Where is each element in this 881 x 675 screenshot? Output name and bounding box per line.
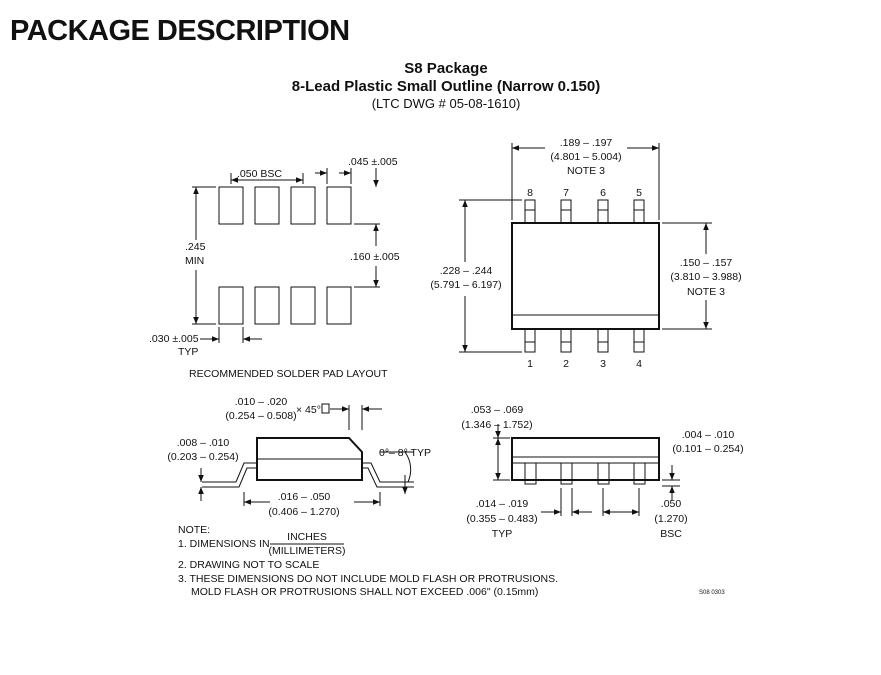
notes: NOTE: 1. DIMENSIONS IN INCHES (MILLIMETE…	[178, 524, 558, 598]
top-view: 8 7 6 5 1 2 3 4 .189 – .197 (4.801 – 5.0…	[430, 137, 741, 370]
solder-pad-layout: .050 BSC .045 ±.005 .245 MIN .160 ±.005 …	[149, 156, 400, 380]
lead	[597, 199, 609, 224]
standoff-mm: (0.101 – 0.254)	[672, 443, 743, 455]
body-width-mm: (3.810 – 3.988)	[670, 271, 741, 283]
pad-span-dim: .245	[185, 241, 206, 253]
lead	[560, 328, 572, 353]
chamfer-angle: × 45°	[296, 404, 321, 416]
notes-title: NOTE:	[178, 524, 210, 536]
package-height-mm: (1.346 – 1.752)	[461, 419, 532, 431]
solder-pad	[290, 286, 316, 325]
chamfer-mm: (0.254 – 0.508)	[225, 410, 296, 422]
pad-width-dim: .045 ±.005	[348, 156, 398, 168]
lead-angle-dim: 0°– 8° TYP	[379, 447, 431, 459]
note-1: 1. DIMENSIONS IN	[178, 538, 270, 550]
pad-gap-typ: TYP	[178, 346, 198, 358]
body-width-note: NOTE 3	[687, 286, 725, 298]
note-1-units-num: INCHES	[287, 531, 327, 543]
body-length-mm: (4.801 – 5.004)	[550, 151, 621, 163]
end-view: .053 – .069 (1.346 – 1.752) .004 – .010 …	[461, 404, 743, 540]
pad-gap-dim: .030 ±.005	[149, 333, 199, 345]
pad-pitch-dim: .050 BSC	[237, 168, 282, 180]
pin-number: 4	[636, 358, 642, 370]
package-height-dim: .053 – .069	[471, 404, 524, 416]
chamfer-dim: .010 – .020	[235, 396, 288, 408]
pad-span-min: MIN	[185, 255, 204, 267]
pad-length-dim: .160 ±.005	[350, 251, 400, 263]
lead-width-dim: .014 – .019	[476, 498, 529, 510]
standoff-dim: .004 – .010	[682, 429, 735, 441]
note-3-cont: MOLD FLASH OR PROTRUSIONS SHALL NOT EXCE…	[191, 586, 538, 598]
side-view: .010 – .020 (0.254 – 0.508) × 45° .008 –…	[167, 396, 431, 518]
lead-pitch-dim: .050	[661, 498, 682, 510]
solder-pad	[326, 286, 352, 325]
lead	[633, 328, 645, 353]
note-2: 2. DRAWING NOT TO SCALE	[178, 559, 319, 571]
drawing-reference: (LTC DWG # 05-08-1610)	[372, 96, 521, 111]
pin-number: 8	[527, 187, 533, 199]
lead	[633, 462, 646, 485]
lead-span-mm: (5.791 – 6.197)	[430, 279, 501, 291]
package-description: 8-Lead Plastic Small Outline (Narrow 0.1…	[292, 78, 600, 95]
lead	[633, 199, 645, 224]
package-body	[256, 437, 363, 481]
pin-number: 6	[600, 187, 606, 199]
lead	[560, 462, 573, 485]
pin-number: 7	[563, 187, 569, 199]
solder-pad	[254, 186, 280, 225]
lead	[560, 199, 572, 224]
pin-number: 2	[563, 358, 569, 370]
lead-thickness-mm: (0.203 – 0.254)	[167, 451, 238, 463]
body-length-note: NOTE 3	[567, 165, 605, 177]
lead-pitch-bsc: BSC	[660, 528, 682, 540]
note-1-units-den: (MILLIMETERS)	[268, 545, 345, 557]
lead-span-dim: .228 – .244	[440, 265, 493, 277]
solder-pad-caption: RECOMMENDED SOLDER PAD LAYOUT	[189, 368, 388, 380]
gull-wing-lead	[362, 462, 414, 488]
solder-pad	[290, 186, 316, 225]
pin-number: 5	[636, 187, 642, 199]
lead	[524, 462, 537, 485]
solder-pad	[254, 286, 280, 325]
solder-pad	[326, 186, 352, 225]
lead-pitch-mm: (1.270)	[654, 513, 687, 525]
section-title: PACKAGE DESCRIPTION	[10, 15, 350, 47]
pin-number: 1	[527, 358, 533, 370]
lead	[524, 199, 536, 224]
gull-wing-lead	[202, 462, 257, 488]
solder-pad	[218, 286, 244, 325]
note-3: 3. THESE DIMENSIONS DO NOT INCLUDE MOLD …	[178, 573, 558, 585]
lead	[524, 328, 536, 353]
lead-width-mm: (0.355 – 0.483)	[466, 513, 537, 525]
lead	[597, 328, 609, 353]
body-width-dim: .150 – .157	[680, 257, 733, 269]
lead	[597, 462, 610, 485]
package-body	[511, 222, 660, 330]
lead-thickness-dim: .008 – .010	[177, 437, 230, 449]
document-code: S08 0303	[699, 590, 725, 596]
foot-length-mm: (0.406 – 1.270)	[268, 506, 339, 518]
foot-length-dim: .016 – .050	[278, 491, 331, 503]
package-body	[511, 437, 660, 481]
pin-number: 3	[600, 358, 606, 370]
body-length-dim: .189 – .197	[560, 137, 613, 149]
solder-pad	[218, 186, 244, 225]
package-name: S8 Package	[404, 60, 487, 77]
lead-width-typ: TYP	[492, 528, 512, 540]
